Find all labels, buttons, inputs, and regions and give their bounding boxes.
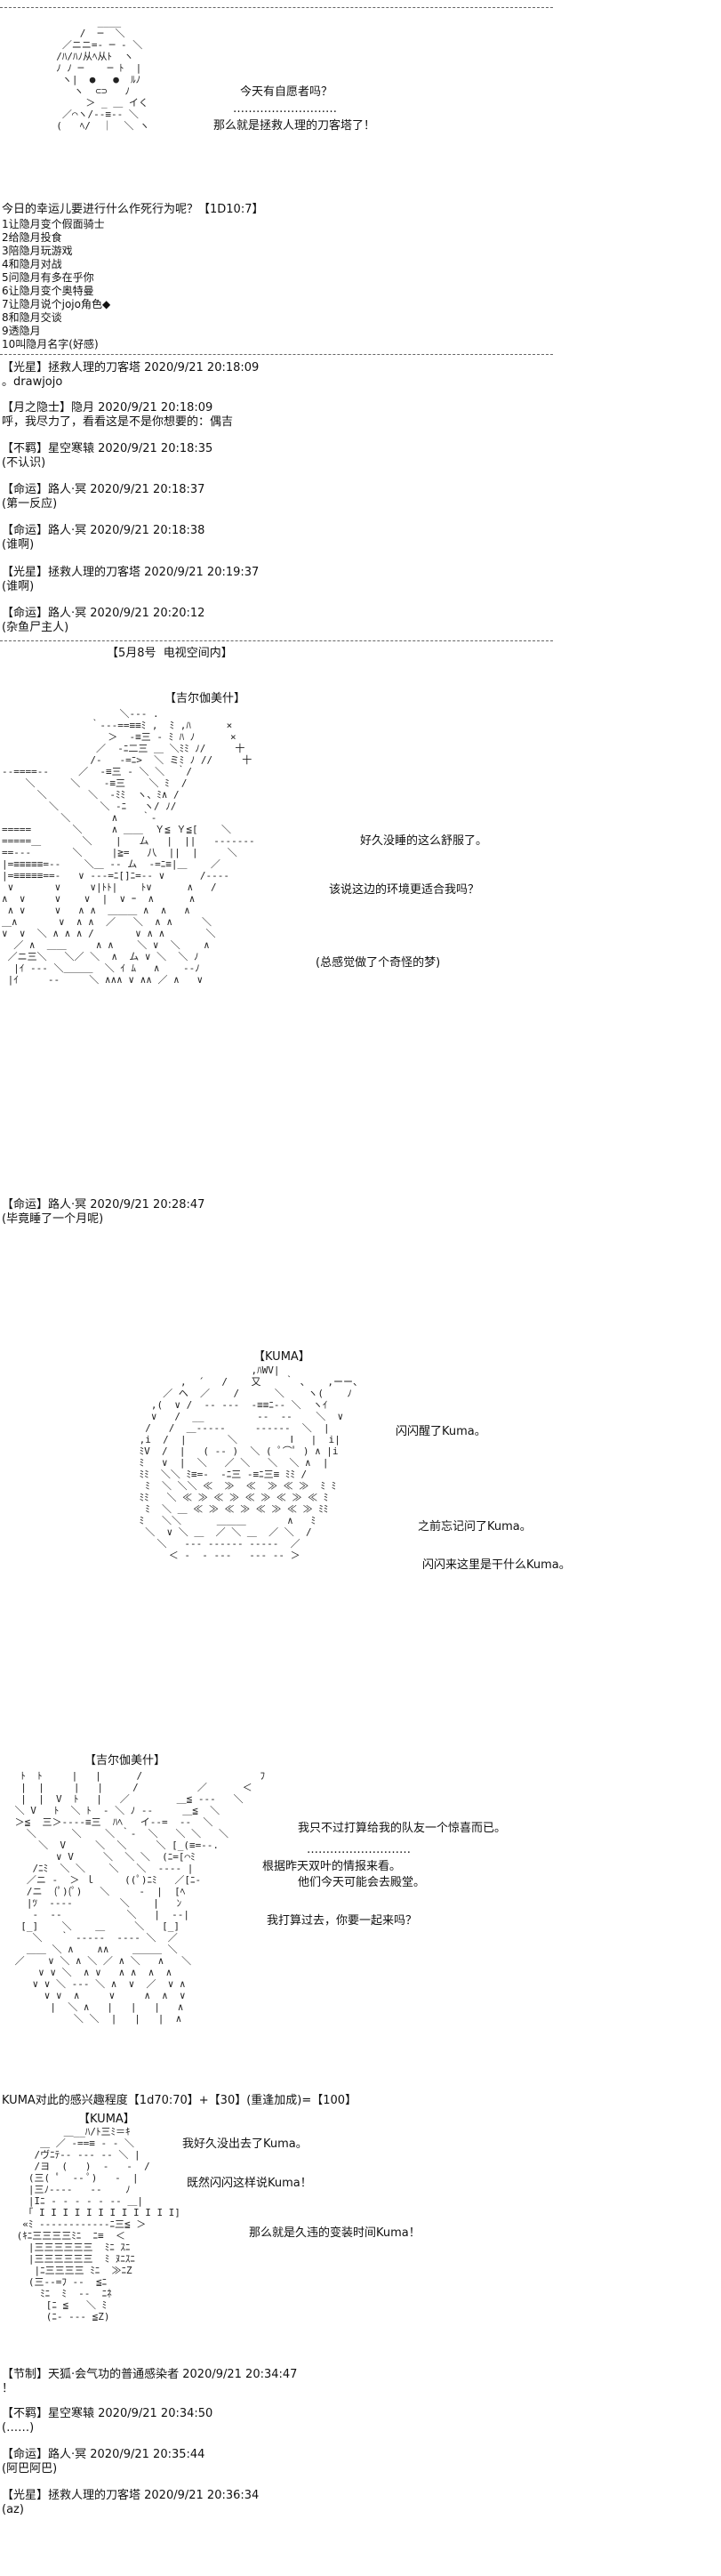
comment-text: (阿巴阿巴)	[2, 2462, 58, 2475]
option-item: 8和隐月交谈	[2, 311, 62, 324]
dialog-line: 那么就是久违的变装时间Kuma！	[249, 2226, 421, 2240]
option-item: 5问隐月有多在乎你	[2, 271, 94, 284]
option-item: 10叫隐月名字(好感)	[2, 338, 99, 350]
option-item: 1让隐月变个假面骑士	[2, 218, 105, 230]
dialog-line: 他们今天可能会去殿堂。	[298, 1876, 426, 1889]
comment-text: 呼，我尽力了，看看这是不是你想要的：偶吉	[2, 415, 234, 429]
dialog-line: 既然闪闪这样说Kuma！	[187, 2177, 312, 2190]
dialog-line: 该说这边的环境更适合我吗？	[329, 883, 480, 897]
comment-header: 【命运】路人·冥 2020/9/21 20:28:47	[2, 1198, 205, 1212]
comment-header: 【命运】路人·冥 2020/9/21 20:18:38	[2, 524, 205, 537]
comment-header: 【节制】天狐·会气功的普通感染者 2020/9/21 20:34:47	[2, 2368, 298, 2381]
comment-text: (杂鱼尸主人)	[2, 621, 69, 634]
roll-prompt: 今日的幸运儿要进行什么作死行为呢？【1D10:7】	[2, 203, 264, 216]
divider	[0, 640, 553, 641]
dialog-line: 我只不过打算给我的队友一个惊喜而已。	[298, 1822, 507, 1835]
divider	[0, 354, 553, 355]
comment-header: 【命运】路人·冥 2020/9/21 20:35:44	[2, 2448, 205, 2461]
option-item: 6让隐月变个奥特曼	[2, 285, 94, 297]
dialog-line: 闪闪来这里是干什么Kuma。	[422, 1558, 571, 1572]
dialog-line: 根据昨天双叶的情报来看。	[262, 1860, 402, 1873]
dialog-line: 闪闪醒了Kuma。	[396, 1425, 486, 1438]
comment-text: ！	[2, 2382, 14, 2395]
speaker-label: 【KUMA】	[253, 1350, 310, 1364]
character-art: ﾄ ﾄ | | / ﾌ | | | | / ／ ＜ | | V ﾄ | ／ ＿≦…	[14, 1770, 266, 2025]
speaker-label: 【KUMA】	[78, 2113, 135, 2126]
comment-text: (毕竟睡了一个月呢)	[2, 1212, 104, 1226]
comment-text: (第一反应)	[2, 497, 58, 511]
option-item: 2给隐月投食	[2, 231, 62, 244]
comment-text: (谁啊)	[2, 538, 35, 551]
comment-text: (谁啊)	[2, 580, 35, 593]
comment-header: 【不羁】星空寒辕 2020/9/21 20:18:35	[2, 442, 213, 455]
dialog-line: ………………………	[233, 102, 337, 116]
dialog-line: 好久没睡的这么舒服了。	[360, 834, 488, 848]
speaker-label: 【吉尔伽美什】	[84, 1754, 166, 1767]
comment-text: (不认识)	[2, 456, 46, 470]
comment-header: 【命运】路人·冥 2020/9/21 20:18:37	[2, 483, 205, 496]
character-art: ＿__ﾊ/ﾄ三ﾐ＝ｷ ＿ ／ ‐==≡ ‐ ‐ ＼ /ヴﾆﾃ‐‐ ‐‐‐ ‐‐ …	[16, 2126, 180, 2322]
comment-header: 【光星】拯救人理的刀客塔 2020/9/21 20:36:34	[2, 2489, 260, 2502]
character-art: ,ﾊWV| , ´ / 又 ｀ 、 ,ーー、 ／ ヘ ／ / ＼ ヽ( ﾉ ,(…	[139, 1364, 363, 1561]
comment-header: 【光星】拯救人理的刀客塔 2020/9/21 20:18:09	[2, 361, 260, 374]
dialog-line: 那么就是拯救人理的刀客塔了！	[213, 119, 376, 133]
character-art: ____ / ─ ＼ ／ニニ=‐ ─ ‐ ＼ /ﾊ/ﾊﾉ从ﾍ从ﾄ ヽ ﾉ ﾉ ─…	[56, 16, 149, 132]
option-item: 9透隐月	[2, 325, 41, 337]
dialog-line: 之前忘记问了Kuma。	[418, 1520, 532, 1534]
dialog-line: ………………………	[307, 1843, 411, 1856]
roll-result: KUMA对此的感兴趣程度【1d70:70】+【30】(重逢加成)=【100】	[2, 2094, 357, 2107]
character-art: ＼‐‐‐ . ｀‐‐‐==≡≡ﾐ , ﾐ ,ﾊ × ＞ ‐≡三 ‐ ﾐ ﾊ ﾉ …	[2, 708, 255, 986]
comment-text: (az)	[2, 2503, 24, 2516]
divider	[0, 7, 553, 8]
dialog-line: 我打算过去，你要一起来吗？	[267, 1914, 418, 1928]
comment-text: 。drawjojo	[2, 375, 63, 389]
scene-date: 【5月8号 电视空间内】	[107, 647, 233, 660]
comment-header: 【不羁】星空寒辕 2020/9/21 20:34:50	[2, 2407, 213, 2420]
option-item: 3陪隐月玩游戏	[2, 245, 73, 257]
comment-text: (……)	[2, 2421, 35, 2435]
dialog-line: 今天有自愿者吗？	[240, 85, 333, 99]
option-item: 4和隐月对战	[2, 258, 62, 270]
comment-header: 【月之隐士】隐月 2020/9/21 20:18:09	[2, 401, 213, 415]
dialog-line: 我好久没出去了Kuma。	[182, 2137, 308, 2151]
comment-header: 【命运】路人·冥 2020/9/21 20:20:12	[2, 607, 205, 620]
dialog-line: (总感觉做了个奇怪的梦)	[316, 956, 441, 970]
speaker-label: 【吉尔伽美什】	[164, 692, 246, 705]
option-item: 7让隐月说个jojo角色◆	[2, 298, 111, 310]
comment-header: 【光星】拯救人理的刀客塔 2020/9/21 20:19:37	[2, 566, 260, 579]
